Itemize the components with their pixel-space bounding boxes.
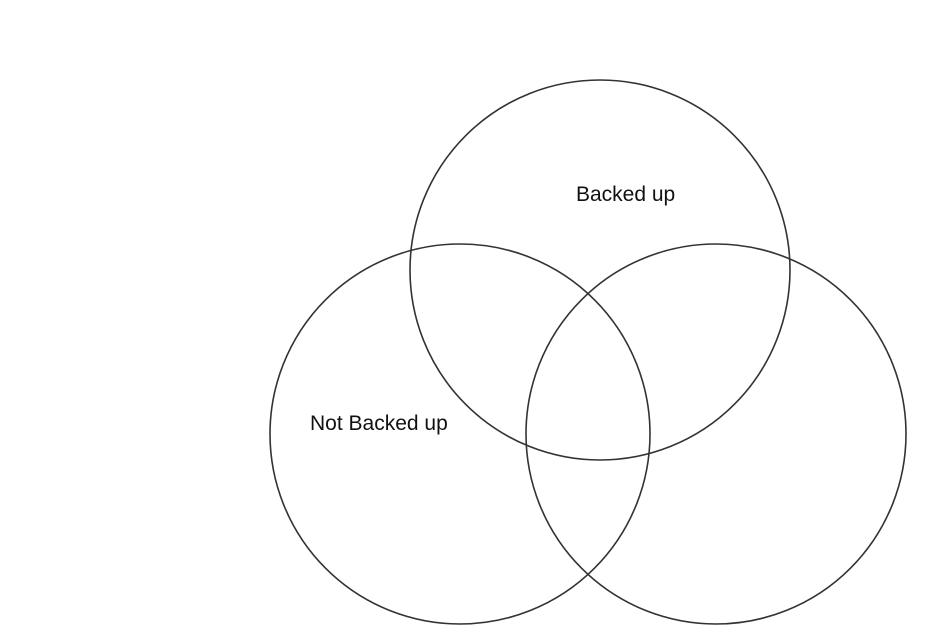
venn-label-backed-up: Backed up: [576, 183, 675, 206]
venn-circle-left: [269, 243, 651, 625]
venn-label-not-backed-up: Not Backed up: [310, 412, 448, 435]
venn-circle-top: [409, 79, 791, 461]
venn-circle-right: [525, 243, 907, 625]
